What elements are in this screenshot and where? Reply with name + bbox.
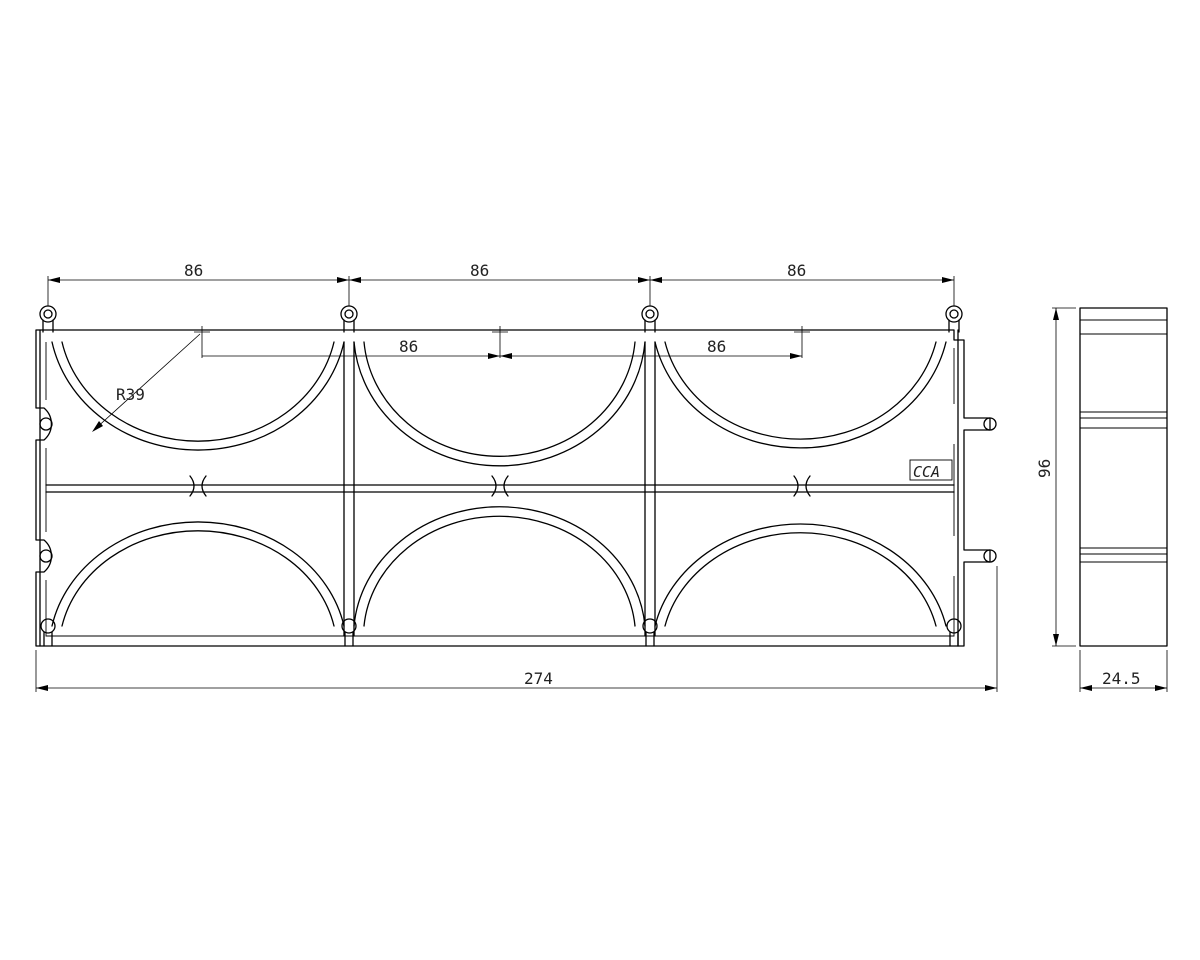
pitch-dim-3: 86 bbox=[787, 261, 806, 280]
left-socket-bottom bbox=[39, 549, 53, 563]
overall-width-dim: 274 bbox=[524, 669, 553, 688]
center-dim-1: 86 bbox=[399, 337, 418, 356]
top-saddles bbox=[51, 341, 947, 467]
logo-text: CCA bbox=[913, 463, 940, 481]
right-stud-bottom bbox=[983, 549, 997, 563]
side-height-dim: 96 bbox=[1035, 459, 1054, 478]
radius-leader bbox=[93, 333, 201, 431]
right-stud-top bbox=[983, 417, 997, 431]
front-inner-outline bbox=[45, 342, 955, 637]
dimensions-front: 86 86 86 86 86 R39 274 bbox=[35, 261, 998, 692]
front-outline bbox=[35, 329, 991, 647]
center-dim-2: 86 bbox=[707, 337, 726, 356]
saddle-slots bbox=[189, 475, 811, 497]
bottom-saddles bbox=[51, 506, 947, 627]
left-socket-top bbox=[39, 417, 53, 431]
center-arrows bbox=[488, 353, 802, 359]
front-view: CCA bbox=[35, 305, 997, 647]
radius-label: R39 bbox=[116, 385, 145, 404]
bottom-keyholes bbox=[40, 618, 962, 647]
logo: CCA bbox=[909, 459, 953, 481]
pitch-dim-1: 86 bbox=[184, 261, 203, 280]
centre-marks bbox=[194, 326, 810, 358]
pitch-arrows bbox=[48, 277, 954, 283]
pitch-dim-2: 86 bbox=[470, 261, 489, 280]
side-width-dim: 24.5 bbox=[1102, 669, 1141, 688]
top-keyholes bbox=[39, 305, 963, 333]
side-view: 96 24.5 bbox=[1035, 307, 1168, 692]
vertical-ribs bbox=[39, 329, 959, 647]
